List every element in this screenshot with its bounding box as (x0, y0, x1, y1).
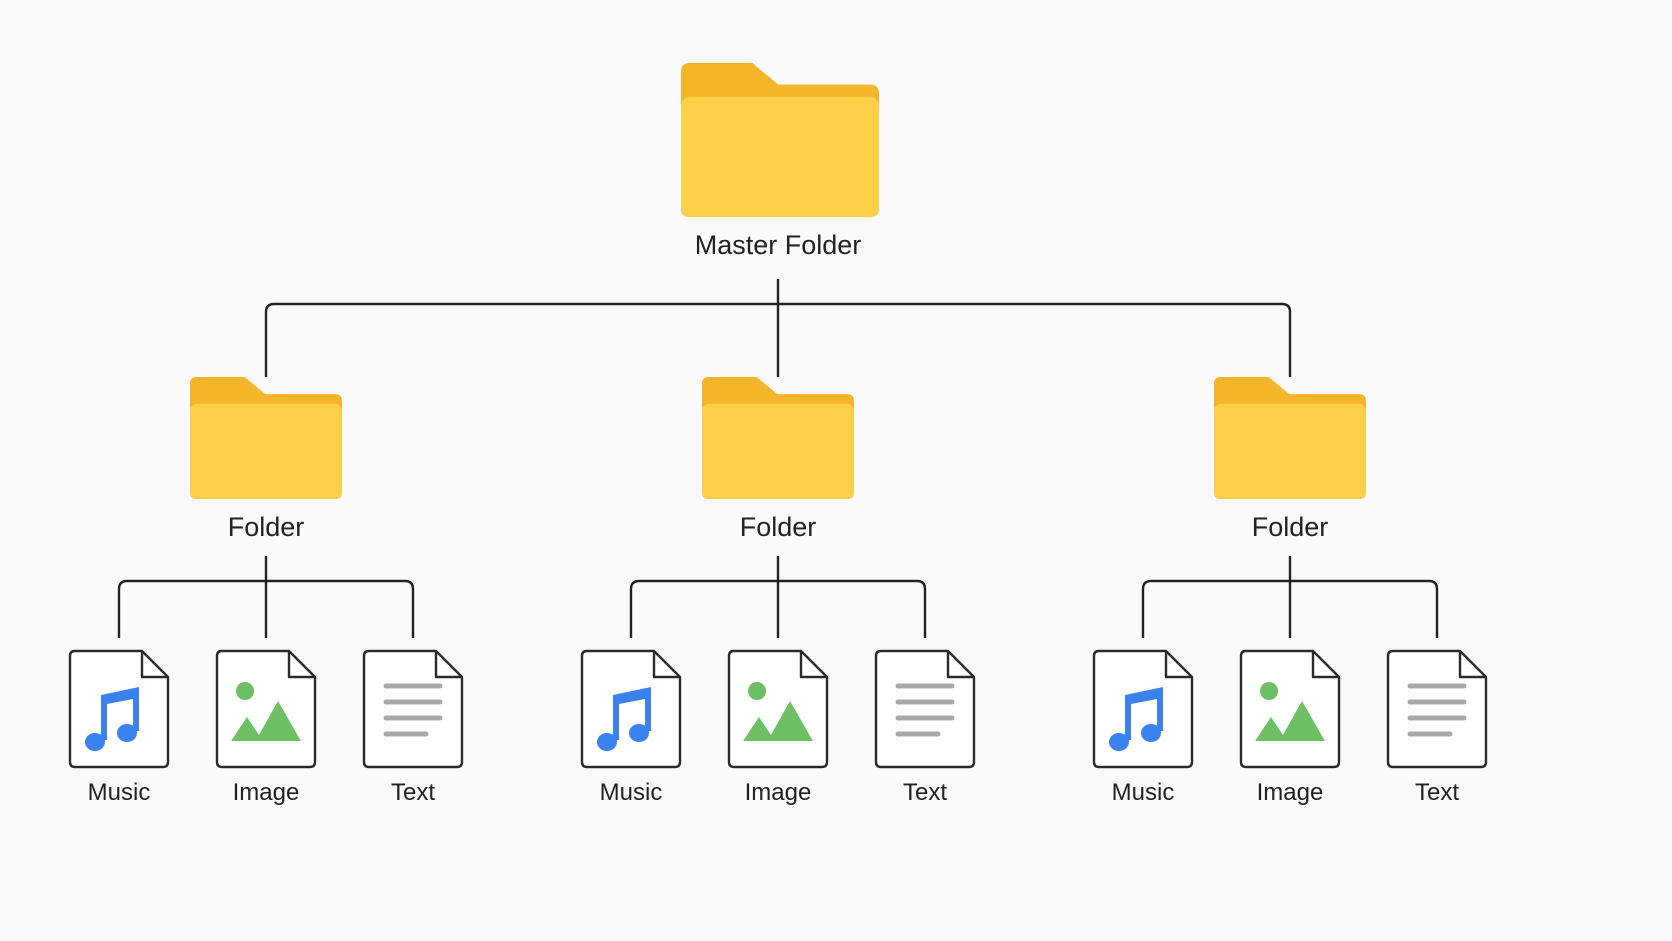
file-label: Text (903, 779, 947, 806)
file-label: Music (88, 779, 151, 806)
text-file-icon (362, 649, 464, 769)
document-fold (946, 651, 974, 679)
subfolder-label: Folder (740, 512, 817, 542)
music-note-glyph (85, 687, 139, 751)
file-label: Image (745, 779, 812, 806)
document-outline (727, 649, 829, 769)
file-label: Text (1415, 779, 1459, 806)
document-outline (1239, 649, 1341, 769)
document-outline (362, 649, 464, 769)
folder-front-panel (190, 403, 342, 499)
file-label: Text (391, 779, 435, 806)
document-fold (1164, 651, 1192, 679)
file-label: Music (1112, 779, 1175, 806)
folder-front-panel (1214, 403, 1366, 499)
connector-lines (117, 279, 1439, 638)
text-lines-glyph (895, 683, 955, 737)
folder-front-panel (681, 96, 879, 217)
subfolder-branch-line (1141, 579, 1439, 638)
music-note-glyph (597, 687, 651, 751)
root-branch-line (264, 302, 1292, 377)
document-outline (215, 649, 317, 769)
subfolder-label: Folder (228, 512, 305, 542)
document-outline (68, 649, 170, 769)
text-file-icon (874, 649, 976, 769)
music-file-icon (68, 649, 170, 769)
text-lines-glyph (383, 683, 443, 737)
master-folder-icon (681, 63, 879, 217)
document-fold (1311, 651, 1339, 679)
text-lines-glyph (1407, 683, 1467, 737)
text-file-icon (1386, 649, 1488, 769)
document-fold (140, 651, 168, 679)
document-fold (434, 651, 462, 679)
document-fold (1458, 651, 1486, 679)
image-file-icon (1239, 649, 1341, 769)
image-landscape-glyph (743, 682, 813, 741)
music-note-glyph (1109, 687, 1163, 751)
master-folder-label: Master Folder (695, 230, 862, 260)
subfolder-branch-line (117, 579, 415, 638)
document-fold (652, 651, 680, 679)
file-label: Image (233, 779, 300, 806)
document-fold (287, 651, 315, 679)
document-outline (1386, 649, 1488, 769)
file-label: Music (600, 779, 663, 806)
subfolder-icon (190, 377, 342, 499)
music-file-icon (1092, 649, 1194, 769)
document-outline (874, 649, 976, 769)
file-label: Image (1257, 779, 1324, 806)
document-outline (580, 649, 682, 769)
document-fold (799, 651, 827, 679)
subfolder-branch-line (629, 579, 927, 638)
subfolder-icon (1214, 377, 1366, 499)
folder-front-panel (702, 403, 854, 499)
document-outline (1092, 649, 1194, 769)
image-landscape-glyph (231, 682, 301, 741)
image-landscape-glyph (1255, 682, 1325, 741)
subfolder-icon (702, 377, 854, 499)
music-file-icon (580, 649, 682, 769)
subfolder-label: Folder (1252, 512, 1329, 542)
image-file-icon (215, 649, 317, 769)
image-file-icon (727, 649, 829, 769)
